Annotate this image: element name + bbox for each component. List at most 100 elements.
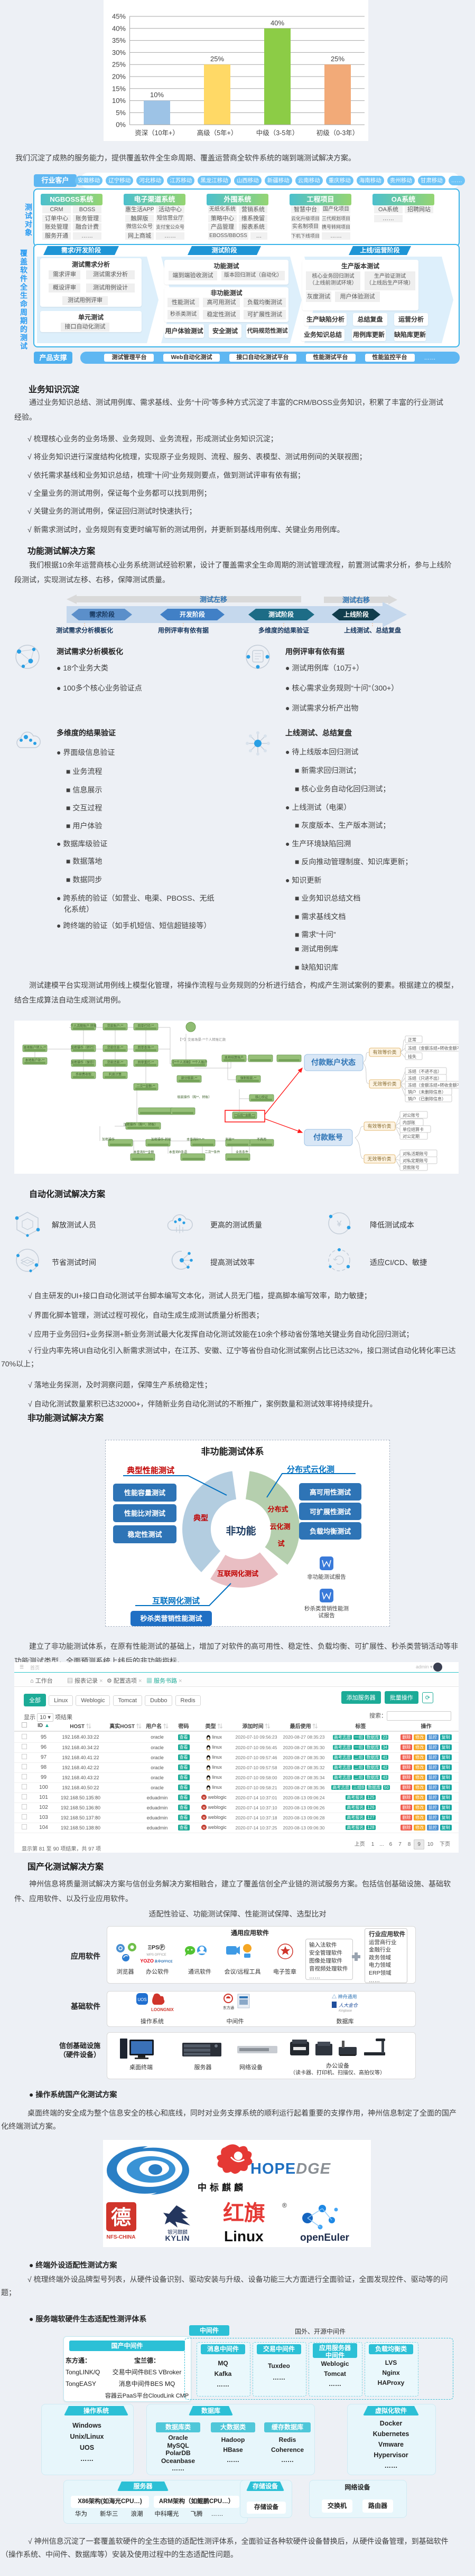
svg-text:无效等价类: 无效等价类 [372,1081,396,1087]
svg-text:非功能测试体系: 非功能测试体系 [201,1446,264,1457]
svg-text:10%: 10% [150,91,164,99]
svg-text:典型: 典型 [193,1514,208,1522]
svg-text:本地账户补-**: 本地账户补-** [25,1058,45,1062]
svg-text:【**个人活期】**个人账户: 【**个人活期】**个人账户 [171,1060,207,1064]
svg-text:本地账户转入-**: 本地账户转入-** [24,1045,46,1050]
svg-text:开发阶段: 开发阶段 [180,610,206,618]
svg-text:利息计算: 利息计算 [109,1072,122,1077]
svg-text:秒杀类营销性能测: 秒杀类营销性能测 [304,1605,349,1612]
svg-text:0%: 0% [116,121,126,129]
svg-text:加密操作-转账: 加密操作-转账 [151,1137,171,1141]
svg-text:性能容量测试: 性能容量测试 [124,1489,165,1497]
svg-text:openEuler: openEuler [300,2232,350,2243]
svg-text:付款账号: 付款账号 [313,1133,343,1141]
svg-text:本查询R**-**: 本查询R**-** [187,1137,204,1141]
svg-text:加密操作（保存）: 加密操作（保存） [71,1060,96,1064]
svg-text:多维度的结果验证: 多维度的结果验证 [258,626,309,634]
svg-text:45%: 45% [112,13,126,21]
svg-text:需求阶段: 需求阶段 [89,610,115,618]
svg-text:对私活期账号: 对私活期账号 [403,1151,428,1156]
svg-text:利息**: 利息** [226,1137,235,1141]
svg-text:上线阶段: 上线阶段 [343,610,369,618]
svg-text:中级（3-5年）: 中级（3-5年） [256,129,299,137]
svg-text:测试左移: 测试左移 [200,596,227,603]
svg-text:核心验证: 核心验证 [255,1095,268,1099]
svg-text:典型性能测试: 典型性能测试 [127,1466,174,1475]
svg-text:LOONGNIX: LOONGNIX [151,2007,174,2012]
svg-text:本查询R**金额: 本查询R**金额 [133,1150,154,1154]
svg-text:互联网化测试: 互联网化测试 [217,1570,258,1578]
svg-text:¥: ¥ [337,1220,342,1229]
svg-text:回单重打-**: 回单重打-** [138,1060,154,1064]
svg-text:25%: 25% [112,61,126,69]
svg-text:上线测试、总结复盘: 上线测试、总结复盘 [344,626,401,634]
svg-text:可扩展性测试: 可扩展性测试 [310,1508,351,1516]
svg-text:20%: 20% [112,73,126,81]
svg-text:贷款还款-**: 贷款还款-** [107,1060,124,1064]
svg-text:®: ® [282,2202,287,2209]
svg-text:试: 试 [277,1540,284,1548]
svg-text:对公账号: 对公账号 [403,1112,420,1118]
svg-text:测试右移: 测试右移 [342,596,370,604]
svg-text:30%: 30% [112,49,126,56]
svg-text:中标麒麟: 中标麒麟 [198,2182,246,2193]
svg-text:人大金仓: 人大金仓 [339,2003,358,2008]
svg-text:KYLIN: KYLIN [165,2234,190,2242]
svg-text:【**】交易场景-**个人转账汇款: 【**】交易场景-**个人转账汇款 [178,1037,226,1042]
svg-text:10%: 10% [112,97,126,105]
svg-text:非功能测试报告: 非功能测试报告 [307,1573,346,1580]
svg-text:冻结（只进不出）: 冻结（只进不出） [408,1075,442,1081]
svg-text:东方通: 东方通 [223,2005,234,2010]
svg-text:德: 德 [111,2207,131,2229]
svg-text:冻结（金额冻结+转收金额不足）: 冻结（金额冻结+转收金额不足） [408,1082,459,1088]
svg-text:有效等价类: 有效等价类 [367,1123,391,1129]
svg-text:UOS: UOS [137,1997,146,2002]
svg-text:本查询R条语: 本查询R条语 [169,1150,187,1154]
svg-text:单位结算卡: 单位结算卡 [403,1127,424,1132]
svg-text:△ 神舟通用: △ 神舟通用 [332,1994,357,1999]
svg-text:25%: 25% [331,55,344,63]
svg-text:取款操作（购**、转账）: 取款操作（购**、转账） [178,1095,212,1099]
svg-text:高级（5年+）: 高级（5年+） [197,129,238,137]
svg-text:HOPEDGE: HOPEDGE [250,2160,331,2177]
svg-text:二次**条件: 二次**条件 [205,1150,220,1154]
svg-text:对私定期账号: 对私定期账号 [403,1158,428,1163]
svg-text:不具用: 不具用 [257,1138,266,1141]
svg-text:二次**金额-**: 二次**金额-** [136,1084,155,1088]
svg-text:非功能: 非功能 [226,1525,256,1537]
svg-text:w: w [202,1806,206,1810]
svg-text:贷款账号: 贷款账号 [403,1165,420,1170]
svg-text:本地结算账户: 本地结算账户 [225,1055,244,1060]
svg-text:加密操作: 加密操作 [102,1137,115,1141]
svg-text:贷款信息-**: 贷款信息-** [107,1045,124,1050]
svg-text:回单打印-**: 回单打印-** [138,1024,154,1028]
svg-text:强制取款-**: 强制取款-** [240,1076,257,1080]
svg-text:加密操作（购**、转账）: 加密操作（购**、转账） [124,1122,158,1127]
svg-text:内部账: 内部账 [403,1120,415,1125]
svg-text:w: w [202,1796,206,1800]
svg-text:秒杀类营销性能测试: 秒杀类营销性能测试 [140,1615,202,1622]
svg-text:资深（10年+）: 资深（10年+） [135,129,179,137]
svg-text:负载均衡测试: 负载均衡测试 [310,1527,351,1535]
svg-text:高可用性测试: 高可用性测试 [310,1488,351,1496]
svg-text:测试阶段: 测试阶段 [268,610,294,618]
svg-text:业务条件: 业务条件 [236,1150,248,1154]
svg-text:40%: 40% [271,19,284,27]
svg-text:无效等价类: 无效等价类 [367,1156,391,1162]
svg-text:NFS-CHINA: NFS-CHINA [107,2234,136,2240]
svg-text:云化测: 云化测 [269,1523,290,1531]
svg-text:对公定期: 对公定期 [403,1134,420,1139]
svg-text:35%: 35% [112,36,126,44]
svg-text:试报告: 试报告 [318,1612,335,1619]
svg-text:冻结（金额冻结+转收金额不足）: 冻结（金额冻结+转收金额不足） [408,1045,459,1051]
svg-text:部分取款-**: 部分取款-** [181,1076,198,1080]
svg-text:银河麒麟: 银河麒麟 [167,2229,188,2235]
svg-text:稳定性测试: 稳定性测试 [127,1531,162,1539]
svg-text:用例评审有依有据: 用例评审有依有据 [157,626,209,634]
svg-text:Linux: Linux [224,2228,264,2244]
svg-text:个人活期账户 转账: 个人活期账户 转账 [70,1024,97,1028]
svg-text:w: w [202,1826,206,1830]
svg-text:分布式: 分布式 [267,1505,288,1513]
svg-text:ΞPSⓅ: ΞPSⓅ [148,1943,165,1951]
svg-text:互联网化测试: 互联网化测试 [152,1596,200,1606]
